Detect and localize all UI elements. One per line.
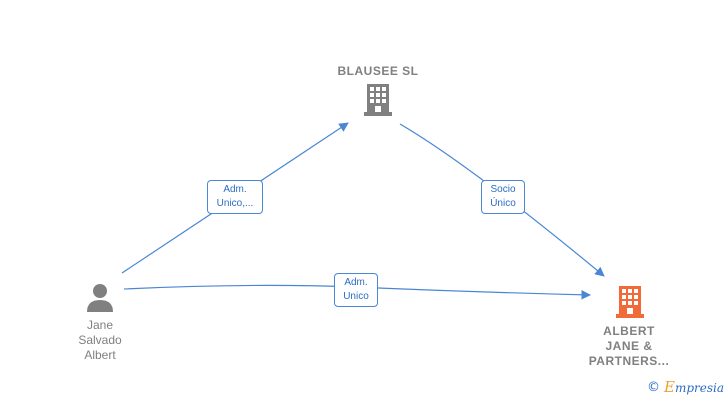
company-label-albert-jane[interactable]: ALBERT JANE & PARTNERS...: [588, 324, 670, 368]
edge-label-jane-to-albert: Adm. Unico: [334, 273, 378, 307]
company-label-blausee[interactable]: BLAUSEE SL: [337, 64, 419, 78]
building-icon[interactable]: [616, 286, 644, 318]
brand-name: Empresia: [663, 378, 724, 396]
brand-watermark: © Empresia: [647, 378, 724, 396]
edge-label-jane-to-blausee: Adm. Unico,...: [207, 180, 263, 214]
person-icon[interactable]: [87, 284, 113, 312]
edge-label-blausee-to-albert: Socio Único: [481, 180, 525, 214]
copyright-icon: ©: [646, 379, 660, 395]
person-label-jane[interactable]: Jane Salvado Albert: [78, 318, 122, 362]
building-icon[interactable]: [364, 84, 392, 116]
